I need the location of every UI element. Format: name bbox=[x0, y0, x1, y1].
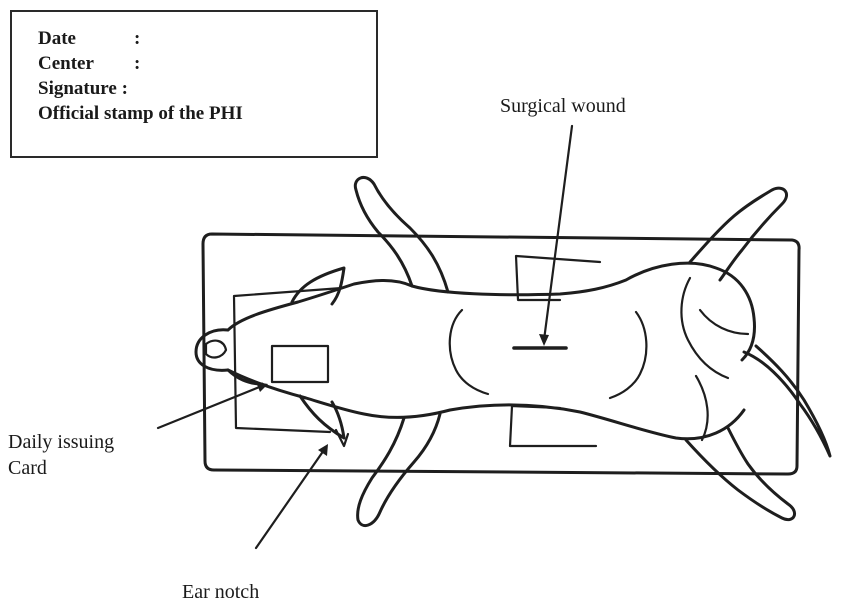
thigh-curve bbox=[696, 376, 708, 440]
daily-issuing-arrow bbox=[158, 382, 268, 428]
arrowhead bbox=[318, 444, 328, 456]
surgical-wound-label: Surgical wound bbox=[500, 94, 626, 118]
ear-notch-label: Ear notch bbox=[182, 580, 259, 604]
dog-ear-top bbox=[292, 268, 344, 304]
operating-board bbox=[203, 234, 799, 474]
dog-snout bbox=[196, 330, 262, 384]
strap-front-left bbox=[234, 288, 342, 432]
torso-curve-right bbox=[610, 312, 646, 398]
torso-curve-left bbox=[450, 310, 488, 394]
dog-tail bbox=[744, 346, 830, 456]
arrowhead bbox=[539, 334, 549, 346]
daily-issuing-label-line1: Daily issuing bbox=[8, 430, 114, 454]
daily-issuing-label-line2: Card bbox=[8, 456, 47, 480]
hip-fold bbox=[700, 310, 748, 334]
ear-notch-arrow bbox=[256, 444, 328, 548]
daily-issuing-card bbox=[272, 346, 328, 382]
dog-nose bbox=[206, 341, 226, 358]
hind-leg-top bbox=[690, 188, 787, 280]
